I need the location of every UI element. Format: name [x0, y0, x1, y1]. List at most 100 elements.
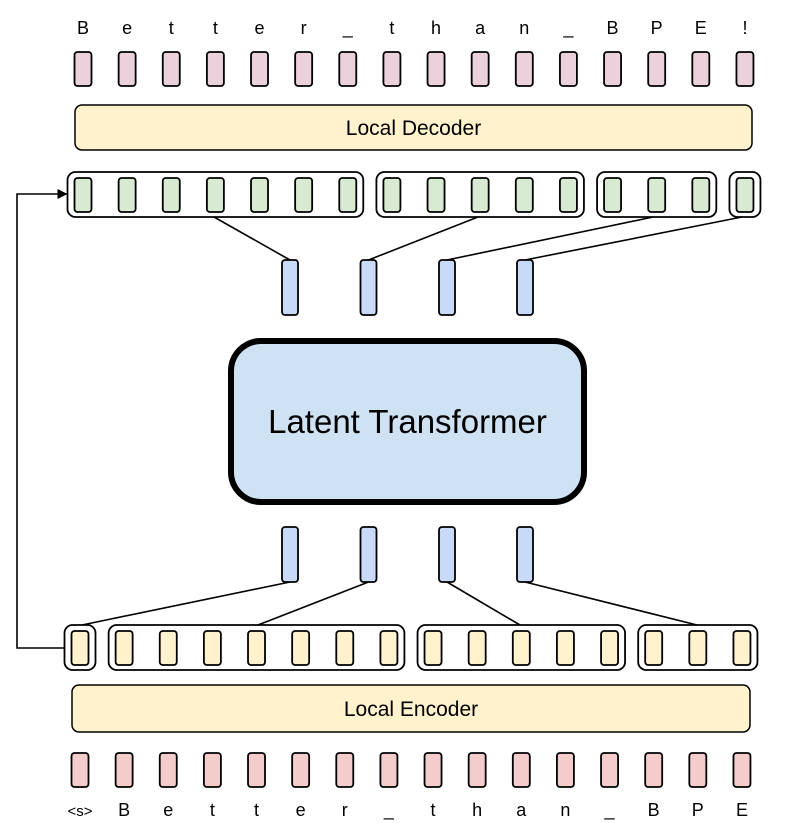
encoder-patch-token: [335, 630, 355, 666]
output-token-box: [735, 51, 755, 87]
input-token-box: [291, 752, 311, 788]
input-token-label: n: [560, 800, 570, 820]
decoder-patch-token: [559, 177, 578, 213]
local-decoder: Local Decoder: [74, 104, 753, 151]
input-token-box: [556, 752, 575, 788]
output-token-label: _: [342, 18, 354, 39]
input-token-label: _: [604, 800, 616, 821]
output-latent: [359, 259, 378, 316]
decoder-patch-token: [470, 177, 490, 213]
input-token-label: a: [516, 800, 527, 820]
decoder-patch-token: [603, 177, 622, 213]
local-encoder-bar: [71, 684, 751, 733]
decoder-patch-token: [205, 177, 225, 213]
input-token-box: [335, 752, 355, 788]
encoder-patch-token: [511, 630, 531, 666]
encoder-patch-token: [379, 630, 399, 666]
encoder-patch-outline: [63, 624, 97, 671]
output-token-label: t: [169, 18, 174, 38]
output-token-box: [426, 51, 446, 87]
output-token-label: t: [213, 18, 218, 38]
output-token-label: a: [475, 18, 486, 38]
input-token-label: t: [254, 800, 259, 820]
output-token-box: [250, 51, 269, 87]
input-token-label: E: [736, 800, 748, 820]
input-latent: [281, 526, 299, 583]
decoder-connector-line: [524, 216, 743, 261]
local-encoder-label: Local Encoder: [344, 698, 478, 721]
output-token-label: P: [651, 18, 663, 38]
decoder-patch-token: [691, 177, 711, 213]
output-token-label: _: [562, 18, 574, 39]
input-token-label: <s>: [67, 803, 92, 820]
decoder-patch-outline: [728, 171, 762, 218]
input-token-label: B: [118, 800, 130, 820]
input-token-label: t: [431, 800, 436, 820]
input-token-label: _: [383, 800, 395, 821]
encoder-patch: [63, 624, 97, 671]
input-token-box: [114, 752, 134, 788]
input-token-box: [511, 752, 531, 788]
decoder-patch: [66, 171, 365, 218]
input-token-box: [732, 752, 752, 788]
output-token-box: [647, 51, 667, 87]
decoder-patch-token: [117, 177, 137, 213]
encoder-connector-line: [446, 581, 521, 626]
input-token-box: [379, 752, 399, 788]
decoder-patch-token: [514, 177, 534, 213]
output-token-box: [603, 51, 622, 87]
skip-connection: [16, 189, 68, 649]
input-token-box: [688, 752, 708, 788]
latents-output: [281, 259, 534, 316]
input-token-box: [600, 752, 619, 788]
output-token-box: [338, 51, 358, 87]
decoder-patch-token: [382, 177, 402, 213]
encoder-patch-outline: [107, 624, 406, 671]
input-token-box: [70, 752, 90, 788]
output-latent: [516, 259, 534, 316]
input-token-label: e: [163, 800, 173, 820]
decoder-patch-token: [735, 177, 755, 213]
output-latent: [281, 259, 299, 316]
output-token-box: [205, 51, 225, 87]
input-latent: [359, 526, 378, 583]
input-token-label: e: [296, 800, 306, 820]
output-token-label: e: [122, 18, 132, 38]
connector-lines: [81, 216, 743, 626]
decoder-connector-line: [213, 216, 291, 261]
encoder-connector-line: [524, 581, 698, 626]
output-token-box: [514, 51, 534, 87]
decoder-patch: [596, 171, 718, 218]
decoder-patch: [728, 171, 762, 218]
encoder-patch: [107, 624, 406, 671]
decoder-patch: [375, 171, 585, 218]
encoder-patch-outline: [416, 624, 626, 671]
encoder-patch-token: [70, 630, 90, 666]
input-token-box: [247, 752, 266, 788]
encoder-patch: [637, 624, 759, 671]
input-token-box: [644, 752, 664, 788]
latents-input: [281, 526, 534, 583]
output-token-label: e: [255, 18, 265, 38]
encoder-patch-token: [247, 630, 266, 666]
decoder-patch-outline: [66, 171, 365, 218]
local-encoder: Local Encoder: [71, 684, 751, 733]
decoder-connector-line: [446, 216, 654, 261]
latent-transformer-box: [228, 338, 587, 505]
decoder-patch-token: [647, 177, 667, 213]
latent-transformer: Latent Transformer: [228, 338, 587, 505]
encoder-patch-token: [291, 630, 311, 666]
decoder-patch-token: [338, 177, 358, 213]
decoder-patch-token: [426, 177, 446, 213]
decoder-patch-token: [250, 177, 269, 213]
input-token-box: [202, 752, 222, 788]
output-token-label: B: [607, 18, 619, 38]
input-latent: [516, 526, 534, 583]
encoder-patch-token: [202, 630, 222, 666]
decoder-patch-token: [73, 177, 93, 213]
output-token-box: [294, 51, 314, 87]
latent-transformer-label: Latent Transformer: [268, 403, 547, 440]
output-token-box: [382, 51, 402, 87]
encoder-connector-line: [257, 581, 369, 626]
